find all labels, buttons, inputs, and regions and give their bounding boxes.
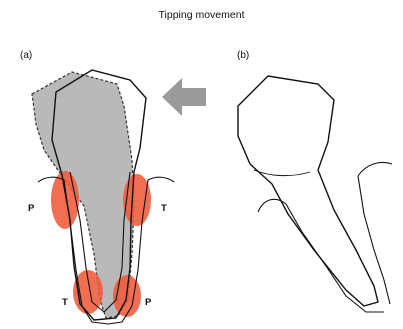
pressure-zone-left	[51, 171, 79, 229]
tipped-tooth-outline	[238, 76, 378, 306]
zone-label-tension-apex: T	[62, 297, 68, 308]
tension-zone-right	[123, 174, 151, 226]
socket-line-b-right	[358, 163, 392, 305]
zone-label-pressure-apex: P	[145, 297, 151, 308]
zone-label-pressure-left: P	[28, 203, 34, 214]
force-arrow	[162, 78, 206, 116]
zone-label-tension-right: T	[161, 203, 167, 214]
